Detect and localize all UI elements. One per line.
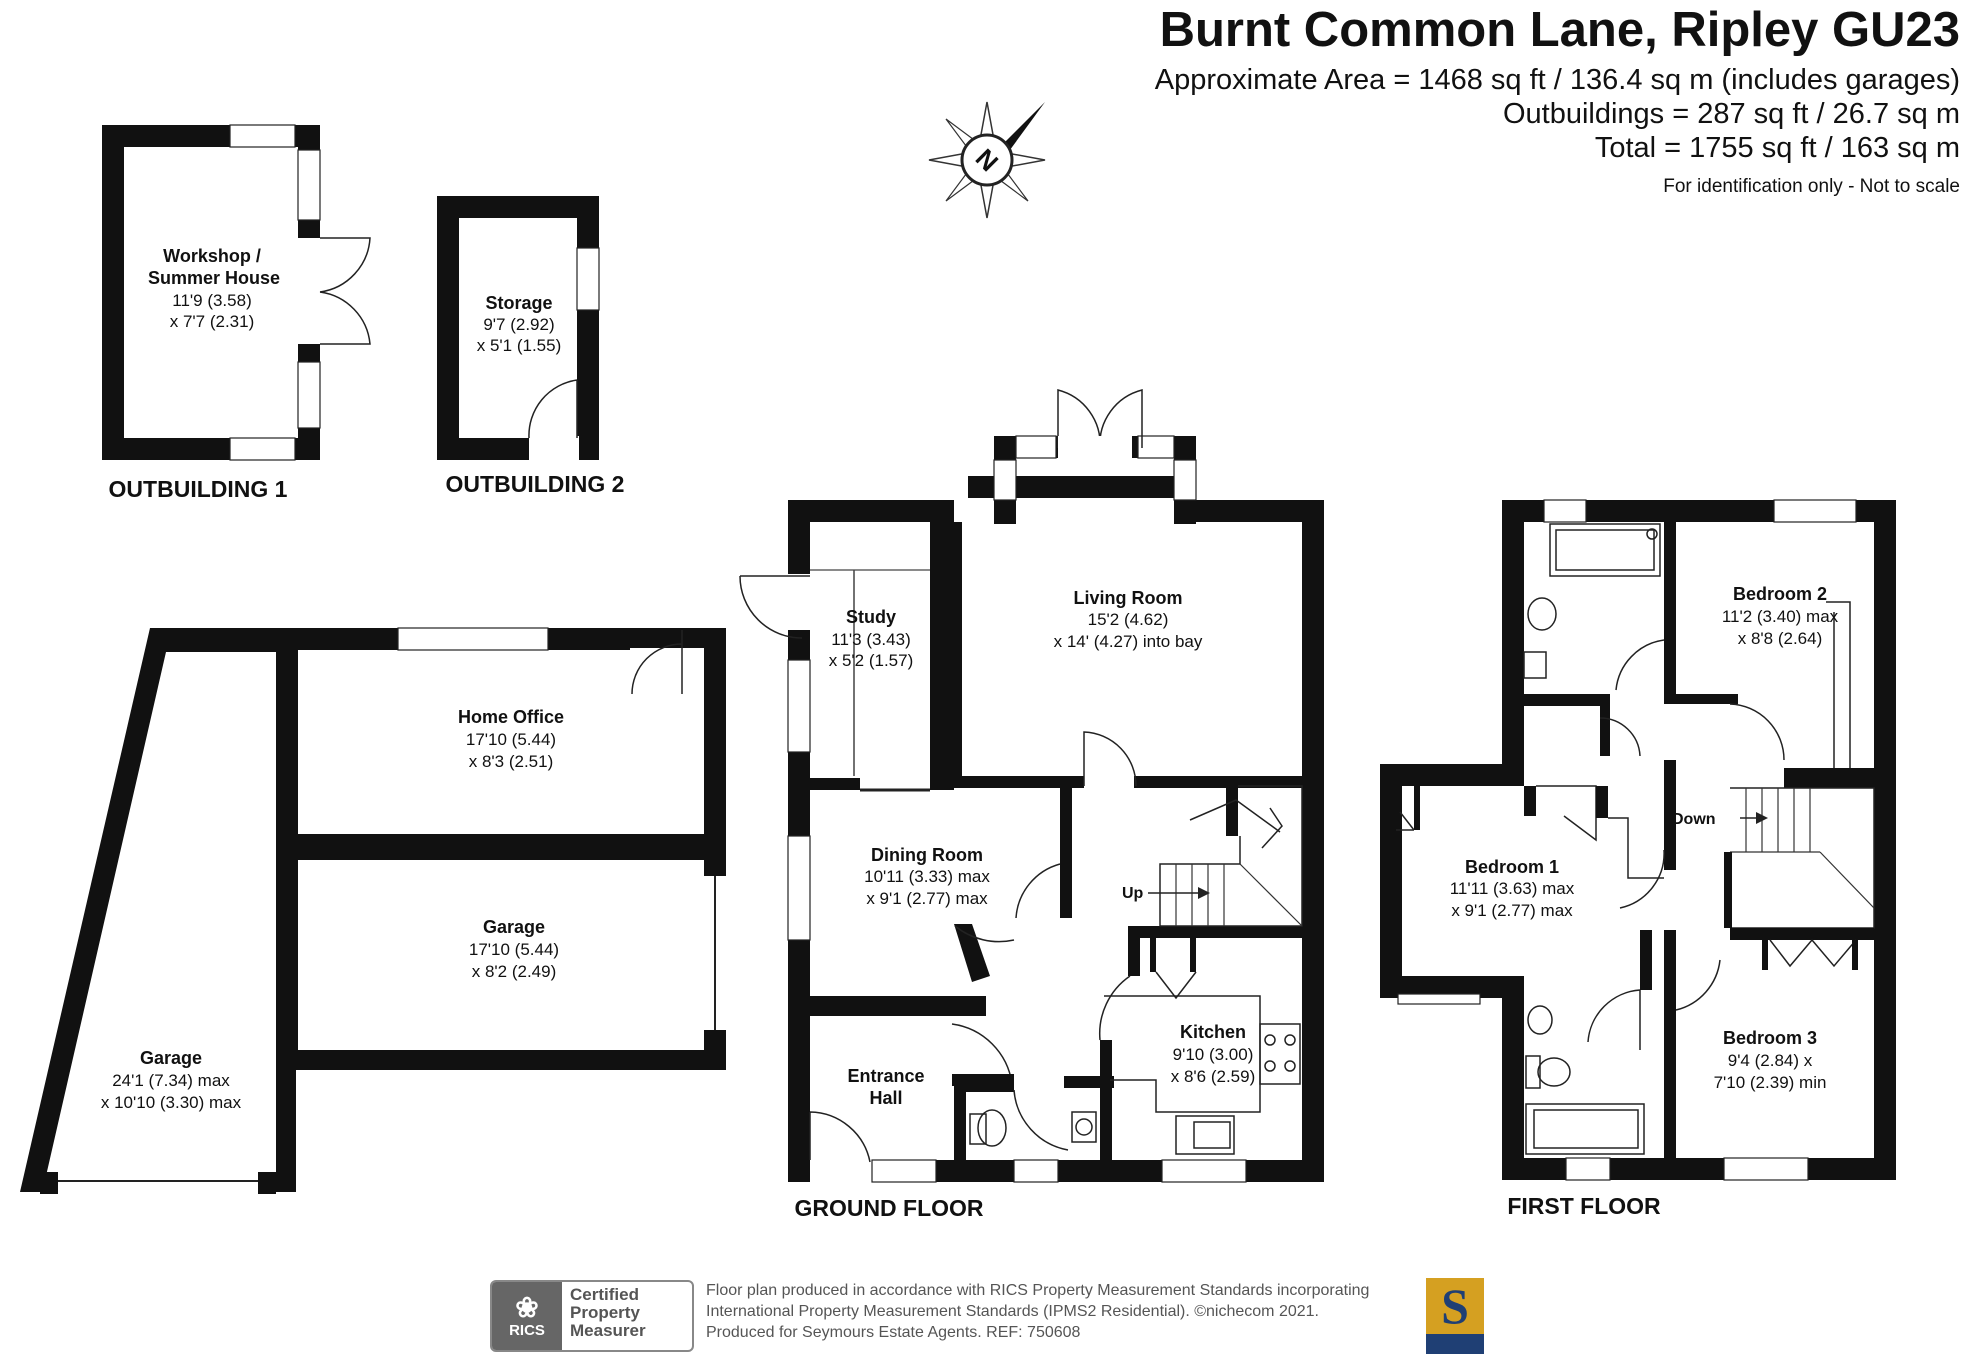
approximate-area: Approximate Area = 1468 sq ft / 136.4 sq…: [1154, 64, 1960, 96]
workshop-dim-2: x 7'7 (2.31): [170, 312, 255, 331]
storage-dim-2: x 5'1 (1.55): [477, 336, 562, 355]
stairs-down-label: Down: [1672, 811, 1716, 828]
kitchen-dim-2: x 8'6 (2.59): [1171, 1067, 1256, 1086]
production-line-3: Produced for Seymours Estate Agents. REF…: [706, 1324, 1081, 1341]
bedroom-1-name: Bedroom 1: [1465, 857, 1559, 877]
entrance-hall-name: Entrance: [847, 1066, 924, 1086]
bedroom-2-dim-1: 11'2 (3.40) max: [1722, 607, 1839, 626]
compass-rose-icon: N: [928, 101, 1046, 219]
outbuilding-2-label: OUTBUILDING 2: [446, 471, 625, 497]
home-office-dim-2: x 8'3 (2.51): [469, 752, 554, 771]
kitchen-dim-1: 9'10 (3.00): [1173, 1045, 1254, 1064]
garage-small-name: Garage: [483, 917, 545, 937]
living-room-name: Living Room: [1074, 588, 1183, 608]
garage-large-name: Garage: [140, 1048, 202, 1068]
garages-block: Home Office 17'10 (5.44) x 8'3 (2.51) Ga…: [20, 627, 728, 1194]
storage-name: Storage: [485, 293, 552, 313]
garage-small-dim-1: 17'10 (5.44): [469, 940, 559, 959]
certified-line-3: Measurer: [570, 1321, 646, 1340]
certified-line-2: Property: [570, 1303, 640, 1322]
production-line-2: International Property Measurement Stand…: [706, 1303, 1319, 1320]
workshop-dim-1: 11'9 (3.58): [172, 291, 251, 310]
certified-property-measurer: Certified Property Measurer: [562, 1282, 654, 1350]
bedroom-3-dim-2: 7'10 (2.39) min: [1714, 1073, 1827, 1092]
garage-large-dim-1: 24'1 (7.34) max: [112, 1071, 230, 1090]
outbuilding-2: Storage 9'7 (2.92) x 5'1 (1.55) OUTBUILD…: [437, 196, 624, 497]
bedroom-2-dim-2: x 8'8 (2.64): [1738, 629, 1823, 648]
storage-dim-1: 9'7 (2.92): [483, 315, 554, 334]
study-dim-1: 11'3 (3.43): [831, 630, 910, 649]
outbuilding-1-label: OUTBUILDING 1: [109, 476, 288, 502]
bedroom-1-dim-1: 11'11 (3.63) max: [1450, 879, 1575, 898]
seymours-logo: S: [1426, 1278, 1484, 1354]
bedroom-1-dim-2: x 9'1 (2.77) max: [1451, 901, 1573, 920]
garage-small-dim-2: x 8'2 (2.49): [472, 962, 557, 981]
plan-title: Burnt Common Lane, Ripley GU23: [1159, 3, 1960, 57]
kitchen-name: Kitchen: [1180, 1022, 1246, 1042]
stairs-up-label: Up: [1122, 885, 1144, 902]
home-office-name: Home Office: [458, 707, 564, 727]
ground-floor: Up Study 11'3 (3.43) x 5'2 (1.57) Living…: [739, 389, 1324, 1221]
dining-room-dim-1: 10'11 (3.33) max: [864, 867, 990, 886]
workshop-name: Workshop /: [163, 246, 261, 266]
certified-line-1: Certified: [570, 1285, 639, 1304]
bedroom-3-dim-1: 9'4 (2.84) x: [1728, 1051, 1813, 1070]
rics-logo-text: RICS: [509, 1321, 545, 1339]
rics-certified-badge: ❀ RICS Certified Property Measurer: [490, 1280, 694, 1352]
living-room-dim-1: 15'2 (4.62): [1088, 610, 1169, 629]
footer: ❀ RICS Certified Property Measurer Floor…: [490, 1278, 1490, 1358]
identification-note: For identification only - Not to scale: [1663, 176, 1960, 197]
dining-room-dim-2: x 9'1 (2.77) max: [866, 889, 988, 908]
rics-logo: ❀ RICS: [492, 1282, 562, 1350]
first-floor: Down Bedroom 2 11'2 (3.40) max x 8'8 (: [1380, 499, 1896, 1219]
production-note: Floor plan produced in accordance with R…: [706, 1280, 1369, 1343]
ground-floor-label: GROUND FLOOR: [794, 1195, 983, 1221]
study-name: Study: [846, 607, 896, 627]
rics-emblem-icon: ❀: [515, 1291, 539, 1323]
production-line-1: Floor plan produced in accordance with R…: [706, 1282, 1370, 1299]
outbuildings-area: Outbuildings = 287 sq ft / 26.7 sq m: [1502, 98, 1960, 130]
outbuilding-1: Workshop / Summer House 11'9 (3.58) x 7'…: [102, 124, 371, 502]
bedroom-3-name: Bedroom 3: [1723, 1028, 1817, 1048]
study-dim-2: x 5'2 (1.57): [829, 651, 914, 670]
home-office-dim-1: 17'10 (5.44): [466, 730, 556, 749]
agent-logo-letter: S: [1426, 1278, 1484, 1334]
first-floor-label: FIRST FLOOR: [1507, 1193, 1661, 1219]
living-room-dim-2: x 14' (4.27) into bay: [1054, 632, 1203, 651]
dining-room-name: Dining Room: [871, 845, 983, 865]
workshop-name-2: Summer House: [148, 268, 280, 288]
total-area: Total = 1755 sq ft / 163 sq m: [1594, 132, 1960, 164]
entrance-hall-name-2: Hall: [869, 1088, 902, 1108]
garage-large-dim-2: x 10'10 (3.30) max: [101, 1093, 242, 1112]
bedroom-2-name: Bedroom 2: [1733, 584, 1827, 604]
